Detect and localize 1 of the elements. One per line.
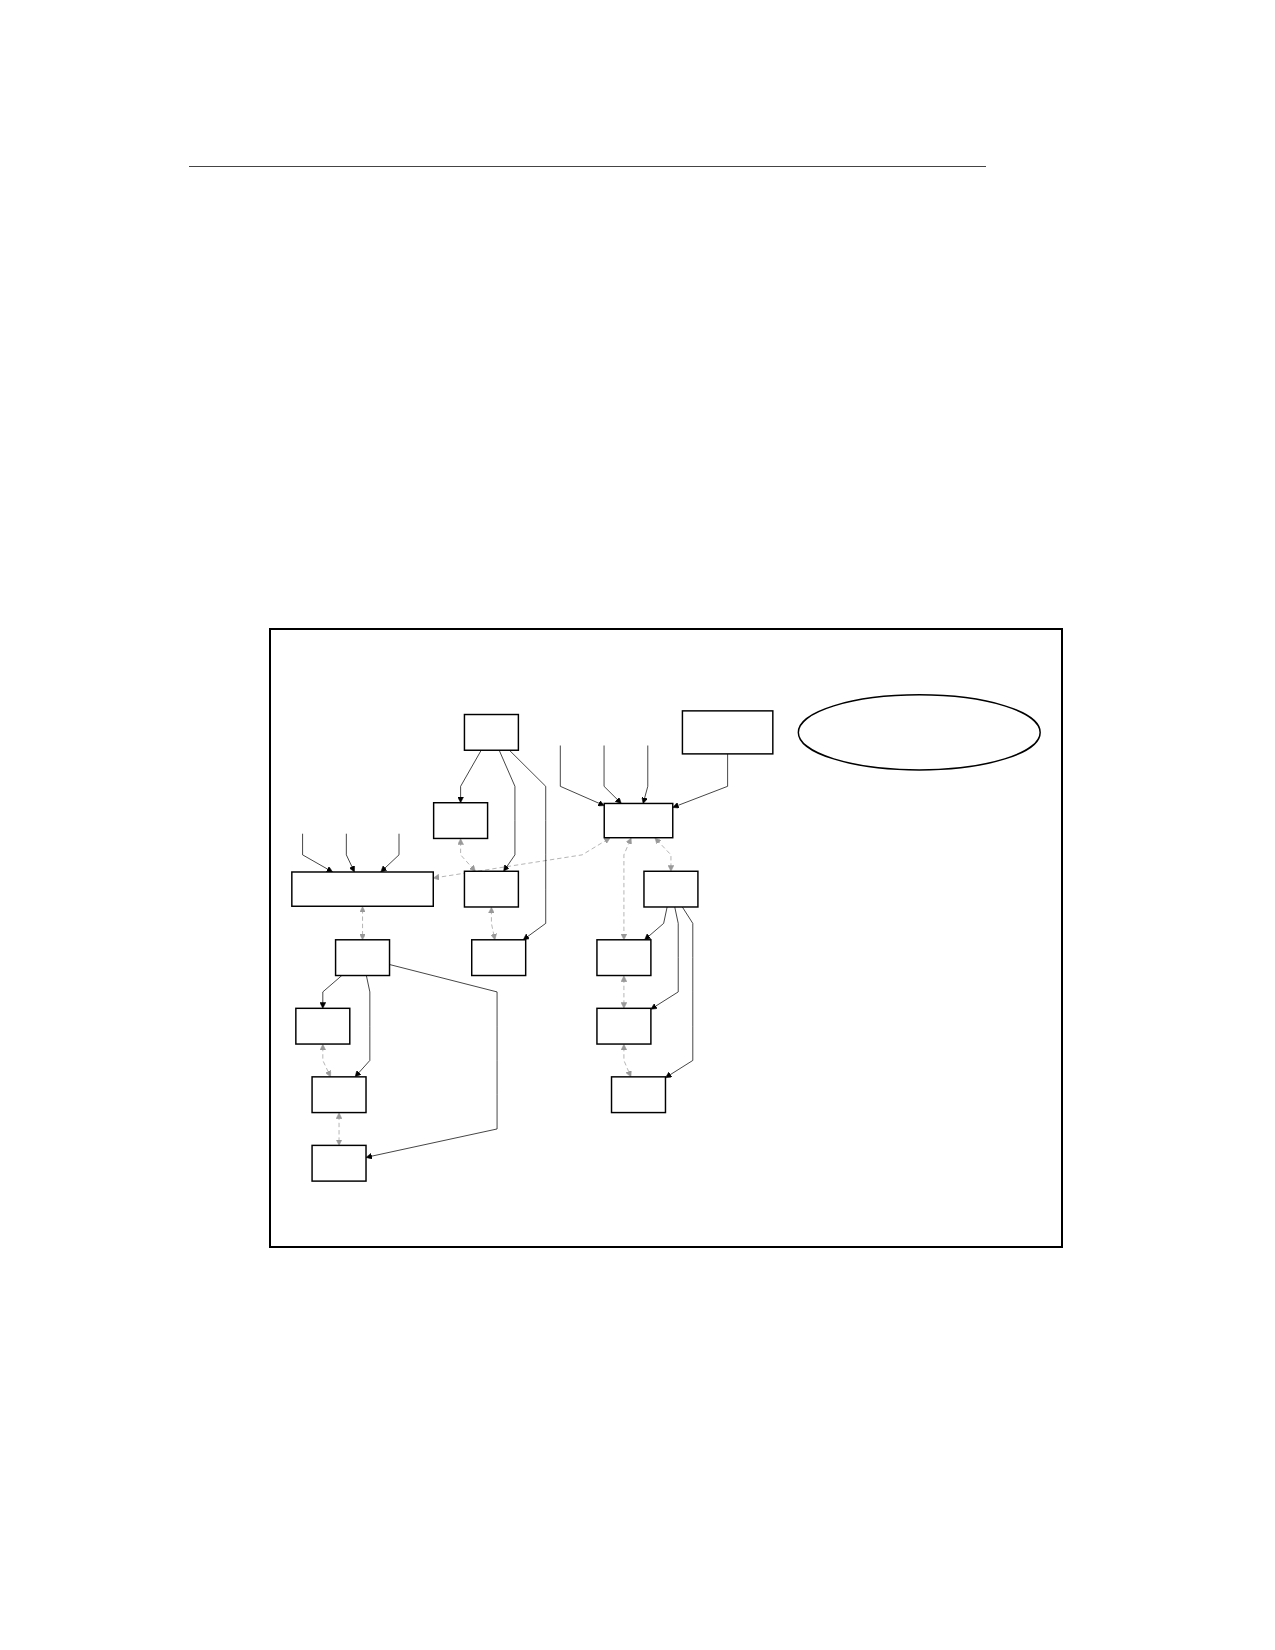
arrow (488, 907, 497, 941)
